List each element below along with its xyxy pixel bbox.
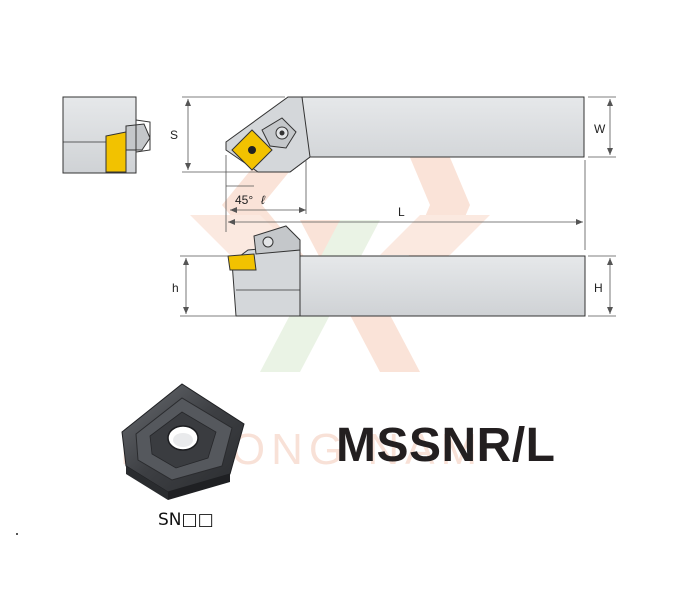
label-h-small: h (172, 281, 179, 295)
label-ell: ℓ (261, 193, 266, 207)
side-view (227, 225, 586, 317)
end-view (62, 96, 151, 174)
label-h-big: H (594, 281, 603, 295)
top-view (225, 96, 585, 173)
insert-code: SN□□ (158, 510, 214, 530)
stray-dot (16, 533, 18, 535)
label-w: W (594, 122, 606, 136)
dimension-lines (180, 96, 616, 317)
dimension-arrows (183, 99, 613, 314)
model-title: MSSNR/L (336, 419, 556, 472)
label-l: L (398, 205, 405, 219)
insert-image (121, 383, 245, 500)
label-s: S (170, 128, 178, 142)
label-angle: 45° (235, 193, 253, 207)
